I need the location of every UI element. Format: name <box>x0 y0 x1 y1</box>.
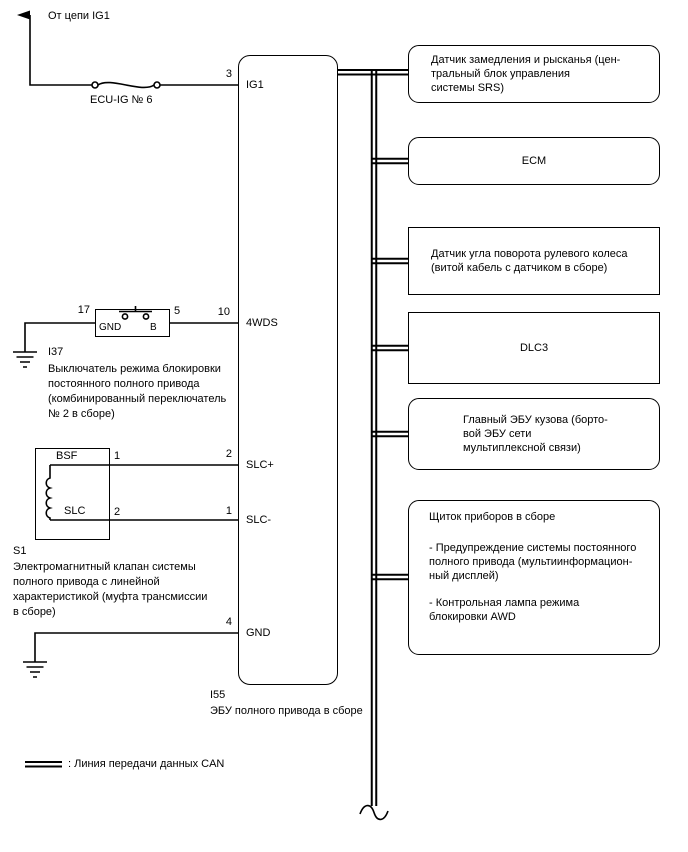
solenoid-terminal-slc: SLC <box>64 505 86 517</box>
pin-number-gnd: 4 <box>225 616 232 628</box>
pin-label-slc-minus: SLC- <box>246 514 272 526</box>
lock-switch-description: Выключатель режима блокировки постоянног… <box>48 363 227 420</box>
solenoid-pin-2: 2 <box>114 506 121 518</box>
legend-label: : Линия передачи данных CAN <box>68 758 225 770</box>
can-line-legend-icon <box>25 761 62 768</box>
pin-number-slc-minus: 1 <box>225 505 232 517</box>
coil-icon <box>45 465 53 520</box>
pin-number-slc-plus: 2 <box>225 448 232 460</box>
solenoid-description: Электромагнитный клапан системы полного … <box>13 561 208 618</box>
can-node-label: DLC3 <box>519 342 549 354</box>
switch-terminal-b: B <box>150 322 157 333</box>
can-node-steering-angle-sensor: Датчик угла поворота рулевого колеса (ви… <box>408 227 660 295</box>
can-node-label: ECM <box>521 155 547 167</box>
ground-icon <box>13 351 37 368</box>
ecu-name: ЭБУ полного привода в сборе <box>210 705 363 717</box>
switch-pin-17: 17 <box>77 304 90 316</box>
can-node-main-body-ecu: Главный ЭБУ кузова (борто- вой ЭБУ сети … <box>408 398 660 470</box>
fuse-label: ECU-IG № 6 <box>90 94 153 106</box>
can-node-ecm: ECM <box>408 137 660 185</box>
break-squiggle-icon <box>359 804 389 821</box>
fuse-icon <box>91 81 161 89</box>
solenoid-box <box>35 448 110 540</box>
pin-number-4wds: 10 <box>217 306 230 318</box>
ecu-block <box>238 55 338 685</box>
can-node-yaw-rate-sensor: Датчик замедления и рысканья (цен- траль… <box>408 45 660 103</box>
ig1-feed-wire <box>29 15 238 86</box>
solenoid-pin-1: 1 <box>114 450 121 462</box>
ground-icon-2 <box>23 661 47 678</box>
can-node-dlc3: DLC3 <box>408 312 660 384</box>
lock-switch-id: I37 <box>48 346 64 358</box>
can-node-instrument-cluster: Щиток приборов в сборе - Предупреждение … <box>408 500 660 655</box>
gnd-wire <box>34 632 238 662</box>
can-bus <box>338 69 408 806</box>
switch-contact-icon <box>119 306 152 320</box>
switch-pin-5: 5 <box>174 305 181 317</box>
cluster-title: Щиток приборов в сборе <box>429 511 556 523</box>
lock-switch-wires <box>24 322 238 352</box>
lock-switch-box <box>95 309 170 337</box>
can-node-label: Датчик угла поворота рулевого колеса (ви… <box>431 248 628 274</box>
pin-number-ig1: 3 <box>225 68 232 80</box>
arrow-icon <box>17 10 30 20</box>
cluster-item-lock-lamp: - Контрольная лампа режима блокировки AW… <box>429 597 580 623</box>
source-label: От цепи IG1 <box>48 10 110 22</box>
pin-label-4wds: 4WDS <box>246 317 278 329</box>
can-node-label: Датчик замедления и рысканья (цен- траль… <box>431 54 621 94</box>
ecu-id: I55 <box>210 689 226 701</box>
solenoid-terminal-bsf: BSF <box>56 450 78 462</box>
pin-label-gnd: GND <box>246 627 271 639</box>
solenoid-id: S1 <box>13 545 27 557</box>
can-node-label: Главный ЭБУ кузова (борто- вой ЭБУ сети … <box>463 414 608 454</box>
cluster-item-warning: - Предупреждение системы постоянного пол… <box>429 542 637 582</box>
switch-terminal-gnd: GND <box>99 322 122 333</box>
pin-label-slc-plus: SLC+ <box>246 459 274 471</box>
solenoid-wires <box>45 464 238 521</box>
pin-label-ig1: IG1 <box>246 79 264 91</box>
